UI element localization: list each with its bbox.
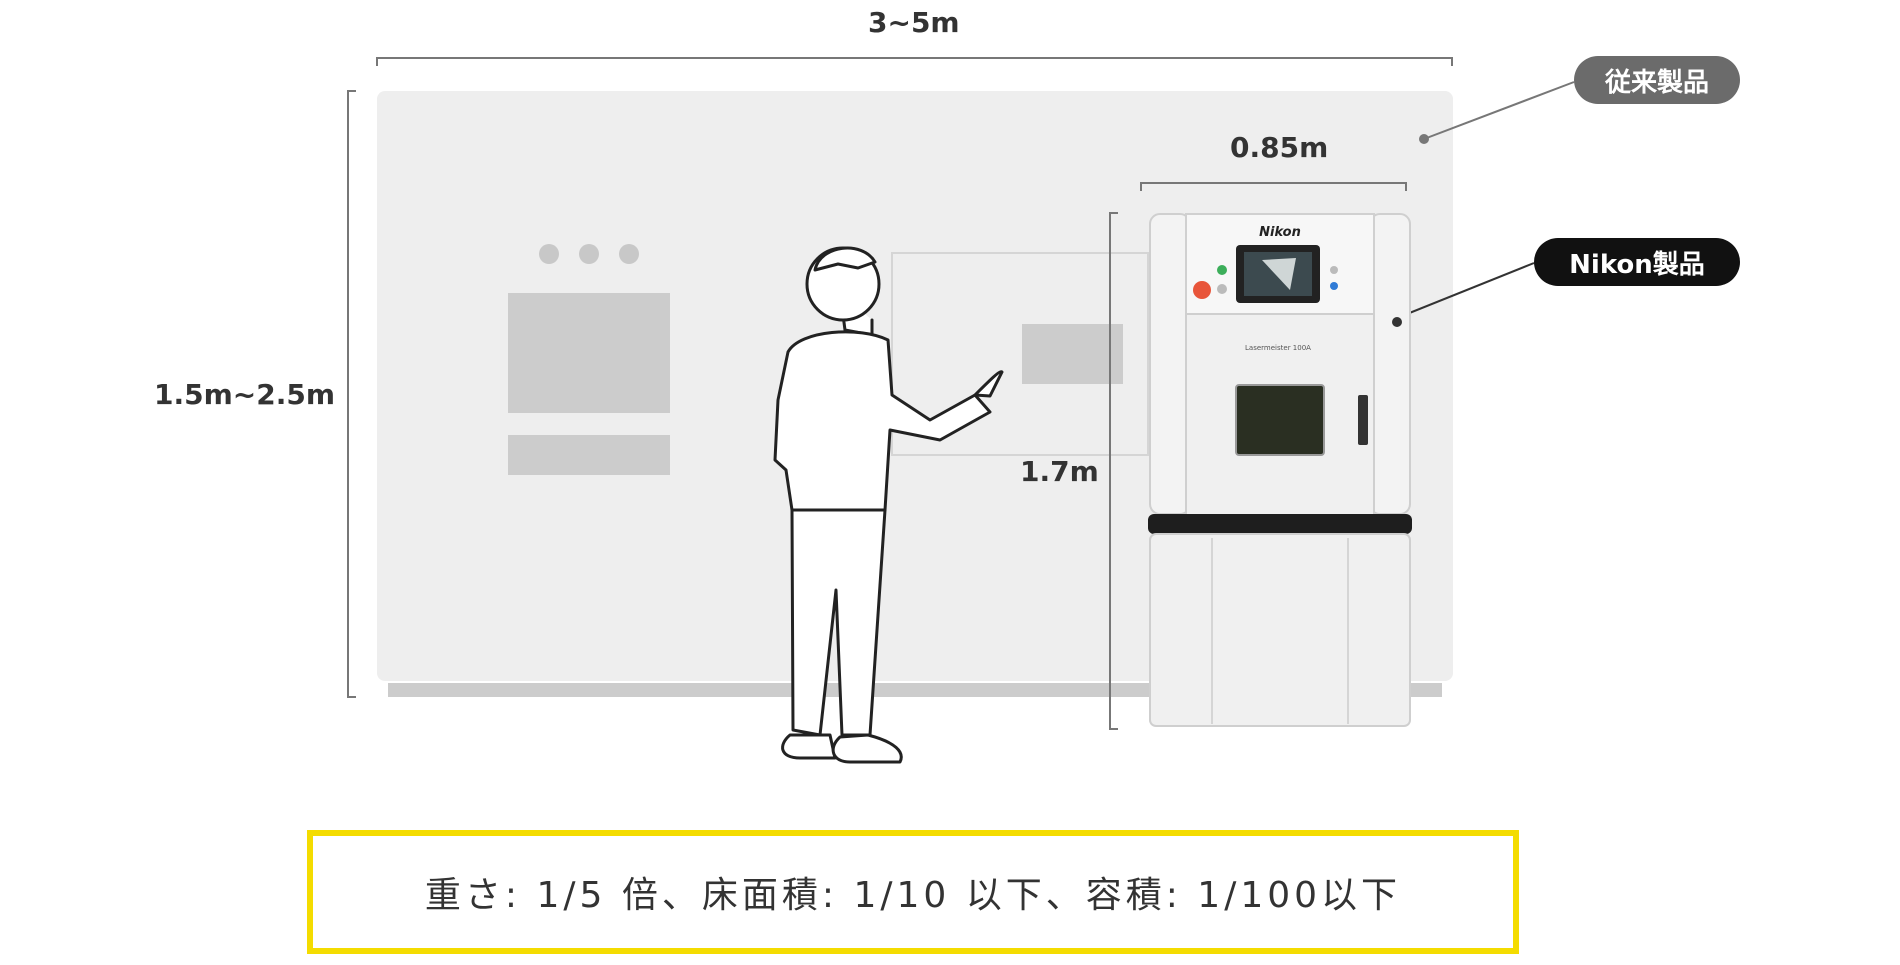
person-right-shoe bbox=[833, 735, 901, 762]
indicator-dot bbox=[579, 244, 599, 264]
indicator-dot bbox=[619, 244, 639, 264]
machine-window bbox=[1236, 385, 1324, 455]
indicator-icon bbox=[1330, 266, 1338, 274]
person-legs bbox=[792, 510, 885, 735]
emergency-stop-icon bbox=[1193, 281, 1211, 299]
conventional-product-tag: 従来製品 bbox=[1574, 56, 1740, 104]
machine-seal-band bbox=[1148, 514, 1412, 534]
conventional-width-bracket bbox=[377, 58, 1452, 66]
machine-left-panel bbox=[1150, 214, 1190, 514]
machine-cabinet bbox=[1150, 534, 1410, 726]
machine-right-panel bbox=[1370, 214, 1410, 514]
nikon-product-tag: Nikon製品 bbox=[1534, 238, 1740, 286]
nikon-anchor-dot bbox=[1392, 317, 1402, 327]
conventional-panel-large bbox=[508, 293, 670, 413]
conventional-height-bracket bbox=[348, 91, 356, 697]
conventional-panel-small bbox=[508, 435, 670, 475]
conventional-screen-panel bbox=[1022, 324, 1123, 384]
blue-indicator-icon bbox=[1330, 282, 1338, 290]
person-left-shoe bbox=[783, 735, 835, 758]
summary-text: 重さ: 1/5 倍、床面積: 1/10 以下、容積: 1/100以下 bbox=[425, 866, 1401, 918]
summary-box: 重さ: 1/5 倍、床面積: 1/10 以下、容積: 1/100以下 bbox=[307, 830, 1519, 954]
machine-model-label: Lasermeister 100A bbox=[1245, 344, 1311, 352]
nikon-height-label: 1.7m bbox=[1020, 455, 1099, 488]
indicator-icon bbox=[1217, 284, 1227, 294]
machine-handle bbox=[1358, 395, 1368, 445]
conventional-width-label: 3~5m bbox=[868, 6, 960, 39]
machine-brand-label: Nikon bbox=[1259, 225, 1301, 240]
conventional-height-label: 1.5m~2.5m bbox=[154, 378, 335, 411]
nikon-width-label: 0.85m bbox=[1230, 131, 1328, 164]
green-indicator-icon bbox=[1217, 265, 1227, 275]
nikon-machine bbox=[1148, 214, 1412, 726]
indicator-dot bbox=[539, 244, 559, 264]
